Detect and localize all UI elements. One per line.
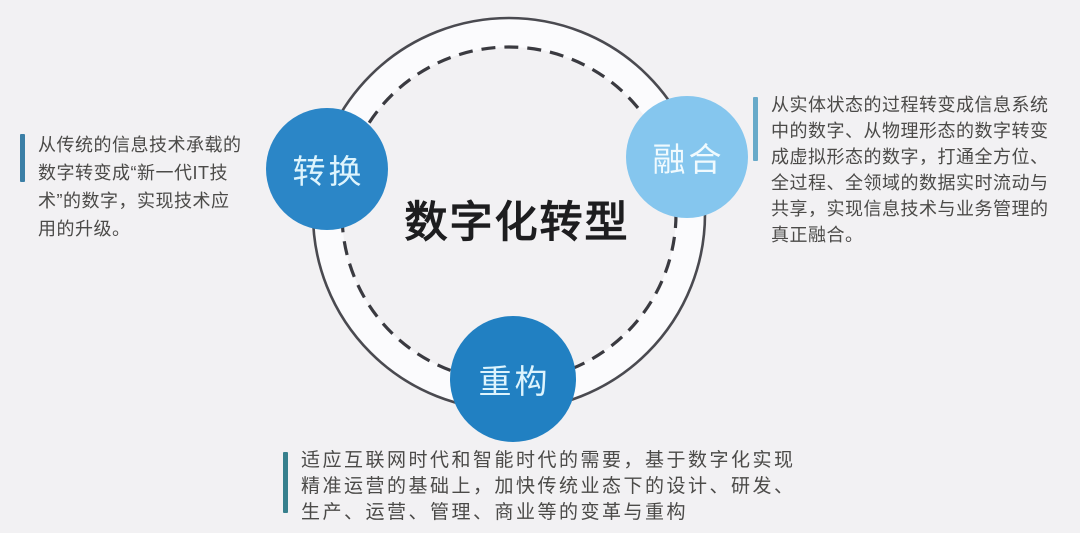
ring-circles [311,16,707,412]
annotation-rebuild-text: 适应互联网时代和智能时代的需要，基于数字化实现 精准运营的基础上，加快传统业态下… [301,450,796,523]
node-convert-label: 转换 [292,153,365,190]
node-fusion-label: 融合 [652,141,725,178]
node-convert: 转换 [266,108,388,230]
node-fusion: 融合 [626,96,748,218]
accent-bar [283,452,288,513]
annotation-fusion-text: 从实体状态的过程转变成信息系统 中的数字、从物理形态的数字转变 成虚拟形态的数字… [771,95,1049,245]
annotation-convert: 从传统的信息技术承载的 数字转变成“新一代IT技 术”的数字，实现技术应 用的升… [20,131,276,243]
accent-bar [753,97,758,161]
annotation-rebuild: 适应互联网时代和智能时代的需要，基于数字化实现 精准运营的基础上，加快传统业态下… [283,448,883,526]
node-rebuild: 重构 [450,316,576,442]
annotation-fusion: 从实体状态的过程转变成信息系统 中的数字、从物理形态的数字转变 成虚拟形态的数字… [753,92,1080,248]
accent-bar [20,134,25,182]
diagram-title: 数字化转型 [404,199,630,247]
node-rebuild-label: 重构 [478,363,551,400]
annotation-convert-text: 从传统的信息技术承载的 数字转变成“新一代IT技 术”的数字，实现技术应 用的升… [38,135,242,239]
